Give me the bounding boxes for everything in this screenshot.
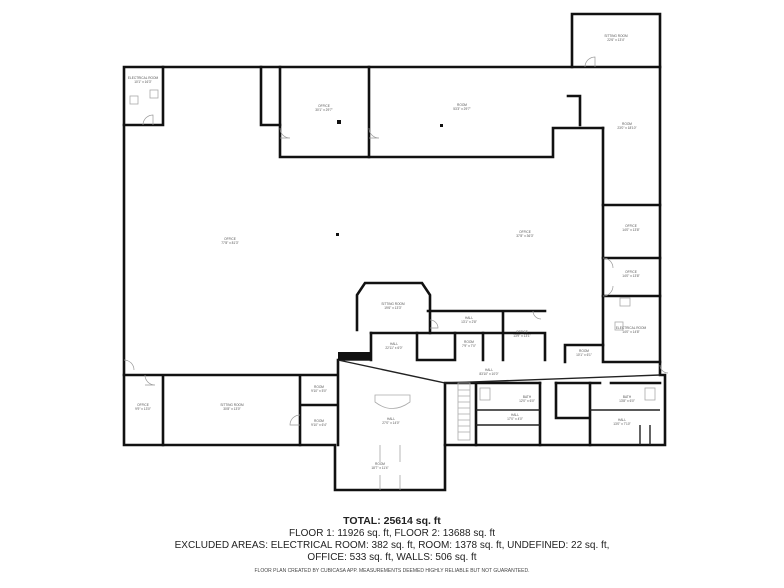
room-dims: 9'10" x 5'0" bbox=[311, 389, 327, 393]
room-dims: 27'0" x 14'0" bbox=[382, 421, 399, 425]
interior-walls bbox=[122, 65, 662, 447]
room-dims: 10'1" x 6'1" bbox=[576, 353, 592, 357]
room-dims: 53'3" x 29'7" bbox=[453, 107, 470, 111]
room-name: OFFICE bbox=[519, 230, 531, 234]
room-dims: 13'9" x 13'1" bbox=[513, 334, 530, 338]
room-dims: 13'0" x 7'10" bbox=[613, 422, 630, 426]
room-name: ROOM bbox=[464, 340, 474, 344]
room-name: OFFICE bbox=[224, 237, 236, 241]
room-name: SITTING ROOM bbox=[381, 302, 405, 306]
room-name: ROOM bbox=[579, 349, 589, 353]
room-dims: 7'9" x 7'0" bbox=[462, 344, 476, 348]
room-name: OFFICE bbox=[137, 403, 149, 407]
room-name: ROOM bbox=[314, 385, 324, 389]
columns bbox=[336, 120, 443, 236]
room-dims: 22'11" x 6'0" bbox=[385, 346, 402, 350]
room-name: BATH bbox=[623, 395, 632, 399]
room-dims: 17'0" x 4'0" bbox=[507, 417, 523, 421]
room-dims: 23'0" x 18'10" bbox=[617, 126, 636, 130]
excluded-areas-line1: EXCLUDED AREAS: ELECTRICAL ROOM: 382 sq.… bbox=[174, 540, 610, 551]
room-name: HALL bbox=[511, 413, 519, 417]
room-dims: 12'0" x 6'0" bbox=[519, 399, 535, 403]
floor-areas: FLOOR 1: 11926 sq. ft, FLOOR 2: 13688 sq… bbox=[288, 528, 496, 539]
doors[interactable] bbox=[123, 56, 669, 490]
room-dims: 9'10" x 6'4" bbox=[311, 423, 327, 427]
room-name: ELECTRICAL ROOM bbox=[128, 76, 159, 80]
exterior-walls bbox=[122, 12, 667, 492]
stairs bbox=[457, 382, 471, 441]
room-name: ROOM bbox=[314, 419, 324, 423]
room-dims: 13'1" x 2'8" bbox=[461, 320, 477, 324]
room-name: OFFICE bbox=[318, 104, 330, 108]
room-name: OFFICE bbox=[516, 330, 528, 334]
room-dims: 9'9" x 13'0" bbox=[135, 407, 151, 411]
room-name: HALL bbox=[485, 368, 493, 372]
room-name: OFFICE bbox=[625, 270, 637, 274]
room-dims: 13'8" x 6'0" bbox=[619, 399, 635, 403]
room-name: HALL bbox=[390, 342, 398, 346]
room-name: HALL bbox=[387, 417, 395, 421]
wall-block bbox=[338, 352, 371, 360]
room-name: HALL bbox=[465, 316, 473, 320]
fixtures bbox=[129, 89, 656, 401]
total-area: TOTAL: 25614 sq. ft bbox=[343, 515, 441, 527]
room-dims: 14'0" x 13'8" bbox=[622, 274, 639, 278]
room-dims: 14'0" x 14'8" bbox=[622, 330, 639, 334]
room-dims: 30'1" x 29'7" bbox=[315, 108, 332, 112]
disclaimer: FLOOR PLAN CREATED BY CUBICASA APP. MEAS… bbox=[254, 568, 530, 574]
room-dims: 10'1" x 16'3" bbox=[134, 80, 151, 84]
room-name: OFFICE bbox=[625, 224, 637, 228]
room-name: SITTING ROOM bbox=[220, 403, 244, 407]
room-name: ROOM bbox=[457, 103, 467, 107]
room-dims: 19'6" x 13'3" bbox=[384, 306, 401, 310]
room-dims: 37'8" x 36'3" bbox=[516, 234, 533, 238]
room-dims: 77'8" x 81'3" bbox=[221, 241, 238, 245]
room-dims: 22'6" x 13'4" bbox=[607, 38, 624, 42]
reception-desk bbox=[374, 394, 411, 409]
room-dims: 83'10" x 10'0" bbox=[479, 372, 498, 376]
room-dims: 14'0" x 13'8" bbox=[622, 228, 639, 232]
room-name: HALL bbox=[618, 418, 626, 422]
room-dims: 30'8" x 13'0" bbox=[223, 407, 240, 411]
room-name: ROOM bbox=[622, 122, 632, 126]
excluded-areas-line2: OFFICE: 533 sq. ft, WALLS: 506 sq. ft bbox=[307, 552, 477, 563]
room-name: BATH bbox=[523, 395, 532, 399]
room-name: ROOM bbox=[375, 462, 385, 466]
room-name: SITTING ROOM bbox=[604, 34, 628, 38]
room-name: ELECTRICAL ROOM bbox=[616, 326, 647, 330]
room-dims: 18'7" x 11'4" bbox=[371, 466, 388, 470]
